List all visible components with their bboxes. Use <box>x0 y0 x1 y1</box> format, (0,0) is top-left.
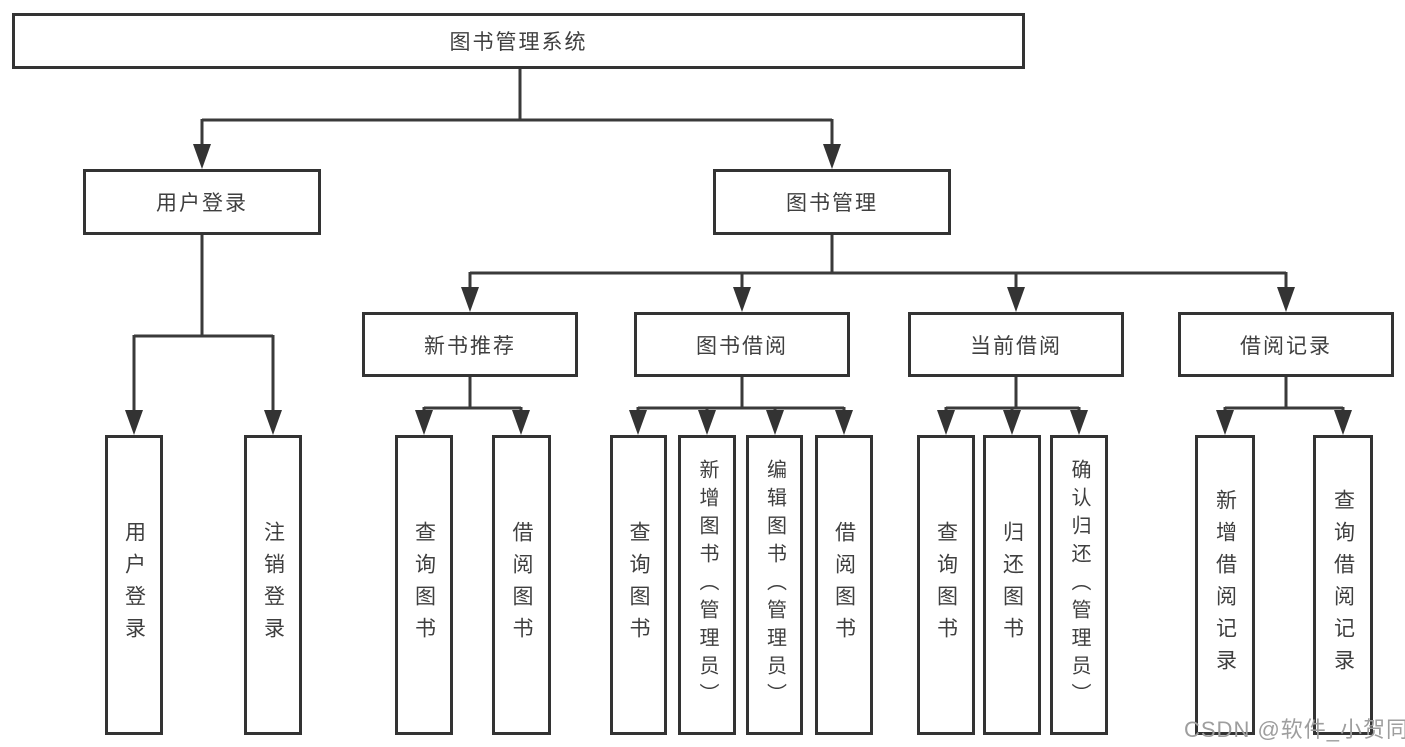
node-book-borrow-label: 图书借阅 <box>696 334 788 358</box>
leaf-add-borrow-record: 新增借阅记录 <box>1195 435 1255 735</box>
arrowhead-br-leaf1 <box>1216 410 1234 435</box>
leaf-borrow-books-2-label: 借阅图书 <box>832 521 856 649</box>
arrowhead-current-borrow <box>1007 287 1025 312</box>
leaf-confirm-return-admin-label: 确认归还（管理员） <box>1068 459 1090 711</box>
leaf-return-book-label: 归还图书 <box>1000 521 1024 649</box>
leaf-user-login-label: 用户登录 <box>122 521 146 649</box>
leaf-borrow-books-1: 借阅图书 <box>492 435 551 735</box>
leaf-query-books-1: 查询图书 <box>395 435 453 735</box>
watermark: CSDN @软件_小贺同学 <box>1184 717 1405 742</box>
leaf-query-books-3-label: 查询图书 <box>934 521 958 649</box>
arrowhead-book-mgmt <box>823 144 841 169</box>
leaf-borrow-books-2: 借阅图书 <box>815 435 873 735</box>
leaf-query-borrow-record-label: 查询借阅记录 <box>1331 489 1355 681</box>
node-book-management: 图书管理 <box>713 169 951 235</box>
arrowhead-cb-leaf3 <box>1070 410 1088 435</box>
node-user-login: 用户登录 <box>83 169 321 235</box>
node-current-borrow: 当前借阅 <box>908 312 1124 377</box>
leaf-add-borrow-record-label: 新增借阅记录 <box>1213 489 1237 681</box>
arrowhead-leaf-logout <box>264 410 282 435</box>
leaf-query-books-1-label: 查询图书 <box>412 521 436 649</box>
node-borrow-records: 借阅记录 <box>1178 312 1394 377</box>
arrowhead-new-books <box>461 287 479 312</box>
node-new-book-recommend: 新书推荐 <box>362 312 578 377</box>
arrowhead-bb-leaf3 <box>766 410 784 435</box>
arrowhead-leaf-login <box>125 410 143 435</box>
leaf-query-books-3: 查询图书 <box>917 435 975 735</box>
leaf-edit-book-admin: 编辑图书（管理员） <box>746 435 803 735</box>
node-current-borrow-label: 当前借阅 <box>970 334 1062 358</box>
node-new-book-recommend-label: 新书推荐 <box>424 334 516 358</box>
arrowhead-nb-leaf1 <box>415 410 433 435</box>
leaf-logout: 注销登录 <box>244 435 302 735</box>
leaf-edit-book-admin-label: 编辑图书（管理员） <box>763 459 786 711</box>
leaf-add-book-admin: 新增图书（管理员） <box>678 435 736 735</box>
leaf-add-book-admin-label: 新增图书（管理员） <box>696 459 718 711</box>
arrowhead-bb-leaf4 <box>835 410 853 435</box>
node-book-management-label: 图书管理 <box>786 192 878 215</box>
arrowhead-nb-leaf2 <box>512 410 530 435</box>
leaf-borrow-books-1-label: 借阅图书 <box>510 521 533 649</box>
arrowhead-bb-leaf1 <box>629 410 647 435</box>
leaf-user-login: 用户登录 <box>105 435 163 735</box>
arrowhead-borrow-records <box>1277 287 1295 312</box>
node-borrow-records-label: 借阅记录 <box>1240 334 1332 358</box>
arrowhead-br-leaf2 <box>1334 410 1352 435</box>
node-book-borrow: 图书借阅 <box>634 312 850 377</box>
leaf-query-books-2: 查询图书 <box>610 435 667 735</box>
arrowhead-cb-leaf2 <box>1003 410 1021 435</box>
arrowhead-cb-leaf1 <box>937 410 955 435</box>
leaf-return-book: 归还图书 <box>983 435 1041 735</box>
node-root: 图书管理系统 <box>12 13 1025 69</box>
leaf-query-borrow-record: 查询借阅记录 <box>1313 435 1373 735</box>
node-root-label: 图书管理系统 <box>449 31 588 54</box>
arrowhead-user-login <box>193 144 211 169</box>
leaf-logout-label: 注销登录 <box>261 521 285 649</box>
leaf-confirm-return-admin: 确认归还（管理员） <box>1050 435 1108 735</box>
arrowhead-bb-leaf2 <box>698 410 716 435</box>
leaf-query-books-2-label: 查询图书 <box>627 521 650 649</box>
node-user-login-label: 用户登录 <box>156 192 248 215</box>
arrowhead-book-borrow <box>733 287 751 312</box>
